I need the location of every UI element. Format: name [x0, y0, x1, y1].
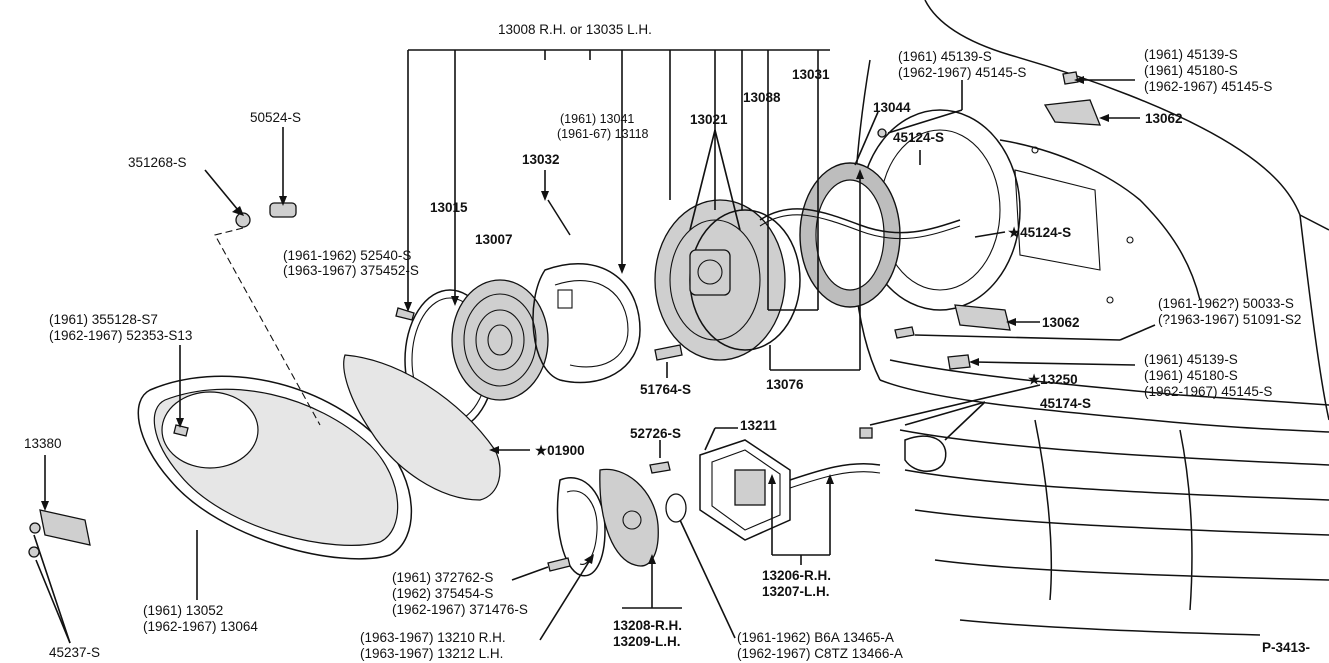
- label-01900: ★01900: [535, 443, 585, 458]
- screw-51764: [654, 344, 683, 361]
- label-13041: (1961) 13041: [560, 112, 635, 126]
- label-B6A: (1961-1962) B6A 13465-A: [737, 630, 894, 645]
- label-45124-lower: ★45124-S: [1008, 225, 1072, 240]
- figure-id: P-3413-: [1262, 640, 1311, 655]
- bulb: [665, 493, 687, 523]
- label-13062-upper: 13062: [1145, 111, 1183, 126]
- label-45139-lower: (1961) 45139-S: [1144, 352, 1238, 367]
- label-50033: (1961-1962?) 50033-S: [1158, 296, 1294, 311]
- car-body-outline: [852, 0, 1329, 636]
- label-45145-top: (1962-1967) 45145-S: [898, 65, 1027, 80]
- label-13210: (1963-1967) 13210 R.H.: [360, 630, 506, 645]
- nut-351268: [235, 212, 251, 228]
- label-51764: 51764-S: [640, 382, 692, 397]
- star-mark: ★: [535, 443, 548, 458]
- parking-lamp-lens: [599, 468, 659, 567]
- label-375452: (1963-1967) 375452-S: [283, 263, 419, 278]
- label-45145-right: (1962-1967) 45145-S: [1144, 79, 1273, 94]
- label-13015: 13015: [430, 200, 468, 215]
- headlamp-housing: [654, 199, 801, 361]
- reflector: [39, 509, 91, 546]
- label-13207: 13207-L.H.: [762, 584, 830, 599]
- label-13052: (1961) 13052: [143, 603, 224, 618]
- label-51091: (?1963-1967) 51091-S2: [1158, 312, 1302, 327]
- label-372762: (1961) 372762-S: [392, 570, 494, 585]
- label-351268: 351268-S: [128, 155, 187, 170]
- label-13208: 13208-R.H.: [613, 618, 683, 633]
- label-13118: (1961-67) 13118: [557, 127, 649, 141]
- gasket: [799, 162, 901, 308]
- label-13021: 13021: [690, 112, 728, 127]
- label-52726: 52726-S: [630, 426, 682, 441]
- label-13209: 13209-L.H.: [613, 634, 681, 649]
- label-13044: 13044: [873, 100, 911, 115]
- bracket: [904, 435, 947, 472]
- label-45139-top: (1961) 45139-S: [898, 49, 992, 64]
- label-13088: 13088: [743, 90, 781, 105]
- label-375454: (1962) 375454-S: [392, 586, 494, 601]
- screw-355128: [173, 424, 189, 437]
- clip-45139-lower: [947, 354, 971, 370]
- label-13007: 13007: [475, 232, 513, 247]
- label-13064: (1962-1967) 13064: [143, 619, 258, 634]
- bracket-13062-upper: [1043, 99, 1101, 126]
- label-45145-lower: (1962-1967) 45145-S: [1144, 384, 1273, 399]
- headlamp-door-grille: [137, 375, 413, 560]
- parking-lamp-housing: [699, 439, 791, 541]
- label-45180-lower: (1961) 45180-S: [1144, 368, 1238, 383]
- label-13250: ★13250: [1028, 372, 1078, 387]
- label-13076: 13076: [766, 377, 804, 392]
- screw-372762: [547, 557, 571, 572]
- screw-50033: [894, 326, 915, 339]
- screw-13032: [547, 199, 571, 236]
- parking-lamp-bezel: [556, 477, 606, 577]
- label-45237: 45237-S: [49, 645, 101, 660]
- screw-52540: [395, 307, 415, 321]
- label-45180-right: (1961) 45180-S: [1144, 63, 1238, 78]
- lens-shield: [343, 354, 501, 501]
- label-13031: 13031: [792, 67, 830, 82]
- label-13062-lower: 13062: [1042, 315, 1080, 330]
- label-13380: 13380: [24, 436, 62, 451]
- label-45174: 45174-S: [1040, 396, 1092, 411]
- mounting-ring: [532, 263, 641, 384]
- label-13008: 13008 R.H. or 13035 L.H.: [498, 22, 652, 37]
- label-13211: 13211: [740, 418, 777, 433]
- sealed-beam-lamp: [451, 279, 549, 401]
- label-13212: (1963-1967) 13212 L.H.: [360, 646, 504, 661]
- label-52353: (1962-1967) 52353-S13: [49, 328, 193, 343]
- bracket-13062-lower: [954, 304, 1011, 331]
- label-45139-right: (1961) 45139-S: [1144, 47, 1238, 62]
- label-371476: (1962-1967) 371476-S: [392, 602, 528, 617]
- label-13206: 13206-R.H.: [762, 568, 832, 583]
- screw-52726: [649, 461, 671, 474]
- label-52540: (1961-1962) 52540-S: [283, 248, 412, 263]
- label-50524: 50524-S: [250, 110, 302, 125]
- label-C8TZ: (1962-1967) C8TZ 13466-A: [737, 646, 903, 661]
- screw-45237: [29, 522, 41, 534]
- label-45124-upper: 45124-S: [893, 130, 945, 145]
- clip-45139-upper: [1062, 71, 1079, 85]
- label-355128: (1961) 355128-S7: [49, 312, 158, 327]
- label-13032: 13032: [522, 152, 560, 167]
